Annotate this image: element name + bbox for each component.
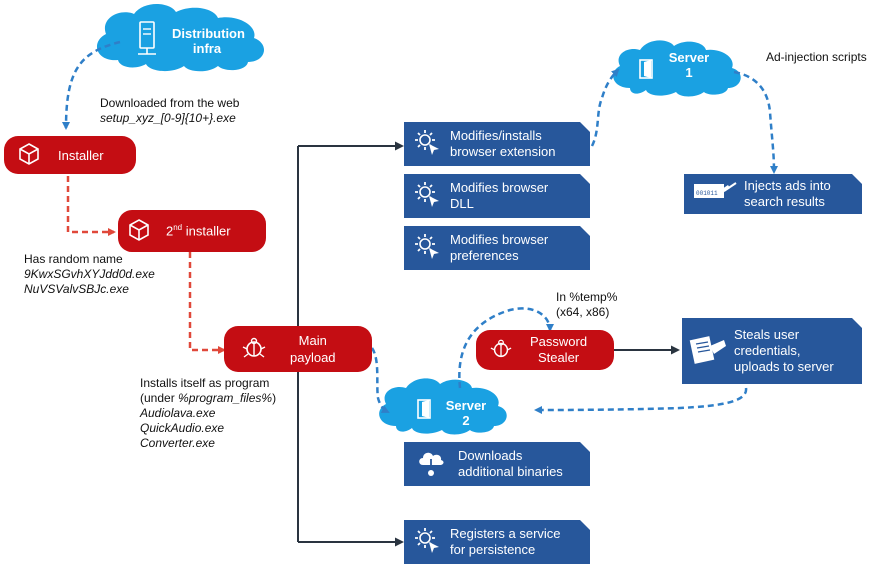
annotation-download: Downloaded from the web setup_xyz_[0-9]{… bbox=[100, 96, 239, 126]
annotation-random-line1: Has random name bbox=[24, 252, 123, 266]
annotation-installs-line2-suffix: ) bbox=[272, 391, 277, 405]
dll-label-line1: Modifies browser bbox=[450, 180, 549, 195]
installer2-label-number: 2 bbox=[166, 223, 174, 239]
annotation-installs-line5: Converter.exe bbox=[140, 436, 215, 450]
distribution-label-line1: Distribution bbox=[172, 26, 245, 41]
cloud-download-icon bbox=[416, 447, 446, 481]
bug-icon bbox=[490, 337, 516, 364]
annotation-temp-line1: In %temp% bbox=[556, 290, 618, 304]
password-stealer-label-line2: Stealer bbox=[537, 350, 580, 365]
distribution-server-rack-icon bbox=[136, 20, 158, 60]
inject-label-line1: Injects ads into bbox=[744, 178, 831, 193]
syringe-binary-icon: 001011 bbox=[692, 180, 738, 208]
annotation-random-line2: 9KwxSGvhXYJdd0d.exe bbox=[24, 267, 155, 281]
inject-label-line2: search results bbox=[744, 194, 825, 209]
server2-label-line2: 2 bbox=[462, 413, 470, 428]
installer-node: Installer bbox=[4, 136, 136, 174]
main-payload-label-line1: Main bbox=[298, 333, 327, 348]
annotation-installs-line4: QuickAudio.exe bbox=[140, 421, 225, 435]
annotation-installs-line1: Installs itself as program bbox=[140, 376, 270, 390]
ext-label-line1: Modifies/installs bbox=[450, 128, 542, 143]
annotation-ad-injection-label: Ad-injection scripts bbox=[766, 50, 867, 64]
annotation-installs-line3: Audiolava.exe bbox=[140, 406, 216, 420]
arrow-installer2-to-payload bbox=[188, 252, 226, 354]
gear-cursor-icon bbox=[412, 179, 442, 213]
registers-label-line1: Registers a service bbox=[450, 526, 561, 541]
installer2-node: 2nd installer bbox=[118, 210, 266, 252]
annotation-random-name: Has random name 9KwxSGvhXYJdd0d.exe NuVS… bbox=[24, 252, 155, 297]
svg-text:001011: 001011 bbox=[696, 190, 718, 197]
installer2-label-suffix-sup: nd bbox=[173, 223, 183, 233]
installer2-label-text: installer bbox=[182, 223, 231, 239]
distribution-label-line2: infra bbox=[192, 41, 222, 56]
annotation-installs-line2: (under %program_files%) bbox=[140, 391, 276, 406]
server2-label: Server 2 bbox=[440, 398, 492, 428]
package-box-icon bbox=[128, 218, 158, 245]
registers-label-line2: for persistence bbox=[450, 542, 536, 557]
downloads-label-line2: additional binaries bbox=[458, 464, 563, 479]
server1-label-line1: Server bbox=[668, 50, 710, 65]
password-stealer-label: Password Stealer bbox=[530, 334, 587, 366]
gear-cursor-icon bbox=[412, 231, 442, 265]
arrow-server1-to-inject bbox=[733, 70, 778, 174]
annotation-installs-line2-prefix: (under bbox=[140, 391, 179, 405]
steals-label-line1: Steals user bbox=[734, 327, 800, 342]
annotation-ad-injection: Ad-injection scripts bbox=[766, 50, 867, 65]
gear-cursor-icon bbox=[412, 127, 442, 161]
annotation-temp-line2: (x64, x86) bbox=[556, 305, 610, 319]
server2-door-icon bbox=[416, 398, 434, 420]
server1-label-line2: 1 bbox=[685, 65, 693, 80]
cloud-server2 bbox=[379, 378, 507, 435]
annotation-random-line3: NuVSValvSBJc.exe bbox=[24, 282, 129, 296]
distribution-label: Distribution infra bbox=[172, 26, 245, 56]
arrow-payload-to-server2 bbox=[370, 347, 390, 414]
server2-label-line1: Server bbox=[445, 398, 487, 413]
dll-label-line2: DLL bbox=[450, 196, 474, 211]
annotation-download-line1: Downloaded from the web bbox=[100, 96, 240, 110]
package-box-icon bbox=[18, 142, 48, 169]
main-payload-node: Main payload bbox=[224, 326, 372, 372]
downloads-label-line1: Downloads bbox=[458, 448, 523, 463]
password-stealer-node: Password Stealer bbox=[476, 330, 614, 370]
annotation-temp: In %temp% (x64, x86) bbox=[556, 290, 617, 320]
server1-door-icon bbox=[638, 58, 656, 80]
gear-cursor-icon bbox=[412, 525, 442, 559]
password-stealer-label-line1: Password bbox=[530, 334, 588, 349]
arrow-installer-to-installer2 bbox=[66, 176, 116, 236]
main-payload-label-line2: payload bbox=[290, 350, 336, 365]
bug-icon bbox=[242, 335, 272, 364]
ext-label-line2: browser extension bbox=[450, 144, 556, 159]
arrow-ext-to-server1 bbox=[590, 68, 620, 147]
prefs-label-line2: preferences bbox=[450, 248, 519, 263]
annotation-download-line2: setup_xyz_[0-9]{10+}.exe bbox=[100, 111, 236, 125]
installer2-label: 2nd installer bbox=[166, 223, 231, 238]
prefs-label-line1: Modifies browser bbox=[450, 232, 549, 247]
main-payload-label: Main payload bbox=[290, 332, 336, 366]
hand-document-icon bbox=[688, 332, 728, 370]
annotation-installs-line2-path: %program_files% bbox=[178, 391, 273, 405]
server1-label: Server 1 bbox=[664, 50, 714, 80]
steals-label-line2: credentials, bbox=[734, 343, 801, 358]
cloud-server1 bbox=[613, 40, 741, 97]
arrow-distribution-to-installer bbox=[62, 40, 121, 130]
steals-label-line3: uploads to server bbox=[734, 359, 834, 374]
annotation-installs: Installs itself as program (under %progr… bbox=[140, 376, 276, 451]
installer-label: Installer bbox=[58, 147, 104, 163]
arrow-steals-to-server2 bbox=[534, 387, 748, 414]
